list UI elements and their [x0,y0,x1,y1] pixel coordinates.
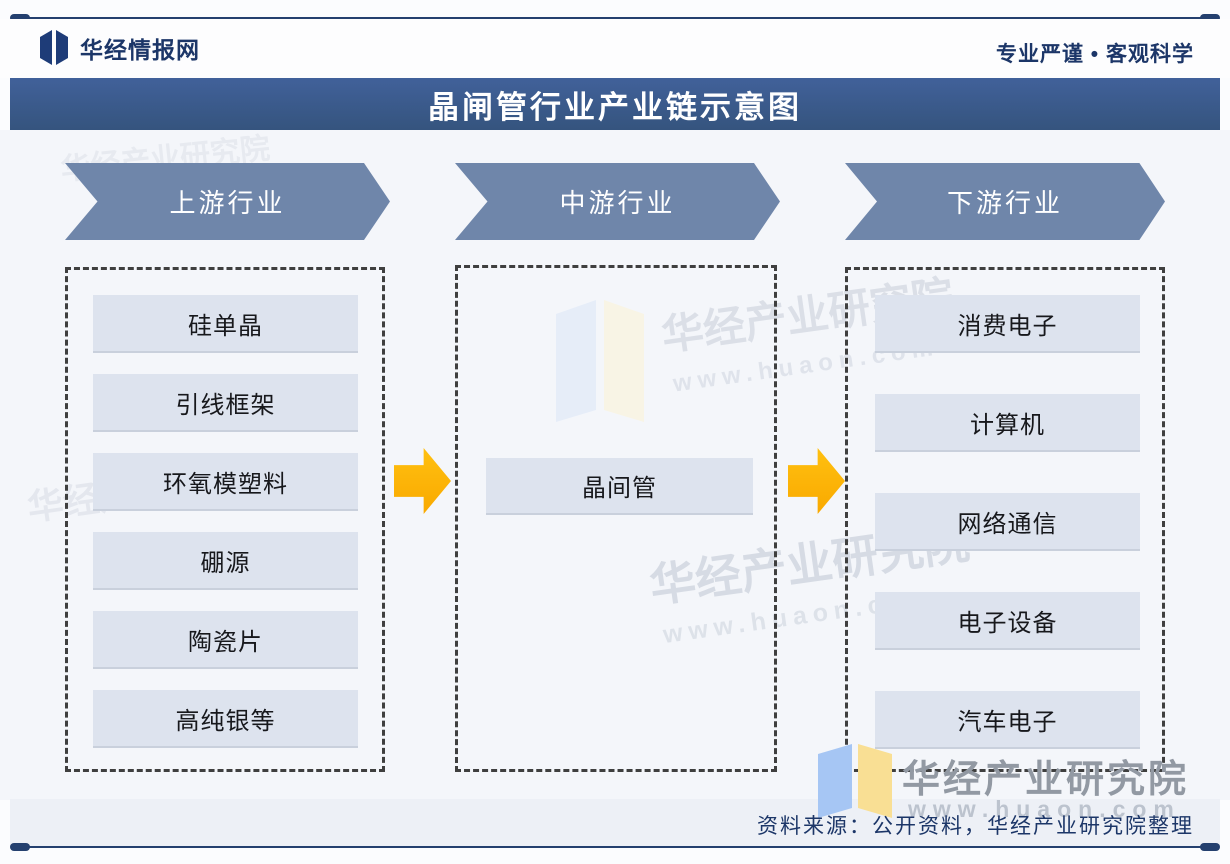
downstream-item: 消费电子 [875,295,1140,353]
banner-upstream: 上游行业 [65,163,390,240]
research-logo-icon [818,744,892,818]
midstream-item: 晶间管 [486,458,753,515]
brand-logo-icon [40,30,68,65]
bottom-rule-left-cap [10,843,30,851]
downstream-item: 汽车电子 [875,691,1140,749]
title-bar: 晶闸管行业产业链示意图 [10,78,1220,130]
research-logo-name: 华经产业研究院 [902,759,1190,801]
banner-midstream-label: 中游行业 [559,188,676,218]
banner-downstream: 下游行业 [845,163,1165,240]
downstream-item: 网络通信 [875,493,1140,551]
top-rule [10,14,1220,22]
upstream-item: 硅单晶 [93,295,358,353]
header-slogan: 专业严谨 • 客观科学 [995,43,1194,66]
downstream-item: 计算机 [875,394,1140,452]
downstream-items: 消费电子 计算机 网络通信 电子设备 汽车电子 [875,295,1140,749]
upstream-item: 硼源 [93,532,358,590]
bottom-logo: 华经产业研究院 www.huaon.com [816,744,1186,822]
upstream-item: 环氧模塑料 [93,453,358,511]
upstream-item: 引线框架 [93,374,358,432]
banner-upstream-label: 上游行业 [169,188,286,218]
banner-downstream-label: 下游行业 [946,188,1063,218]
banner-midstream: 中游行业 [455,163,780,240]
header-band [0,19,1230,78]
downstream-item: 电子设备 [875,592,1140,650]
upstream-item: 陶瓷片 [93,611,358,669]
footer-band [10,799,1220,846]
midstream-box: 晶间管 [455,265,777,772]
bottom-rule [10,843,1220,851]
source-line: 资料来源：公开资料，华经产业研究院整理 [757,815,1194,838]
downstream-box: 消费电子 计算机 网络通信 电子设备 汽车电子 [845,267,1165,772]
page-title: 晶闸管行业产业链示意图 [428,89,802,125]
brand: 华经情报网 [38,30,200,66]
bottom-rule-right-cap [1200,843,1220,851]
upstream-items: 硅单晶 引线框架 环氧模塑料 硼源 陶瓷片 高纯银等 [93,295,358,748]
upstream-box: 硅单晶 引线框架 环氧模塑料 硼源 陶瓷片 高纯银等 [65,267,385,772]
top-rule-right-cap [1200,14,1220,22]
upstream-item: 高纯银等 [93,690,358,748]
research-logo-url: www.huaon.com [908,796,1181,822]
top-rule-left-cap [10,14,30,22]
brand-name: 华经情报网 [80,37,200,63]
